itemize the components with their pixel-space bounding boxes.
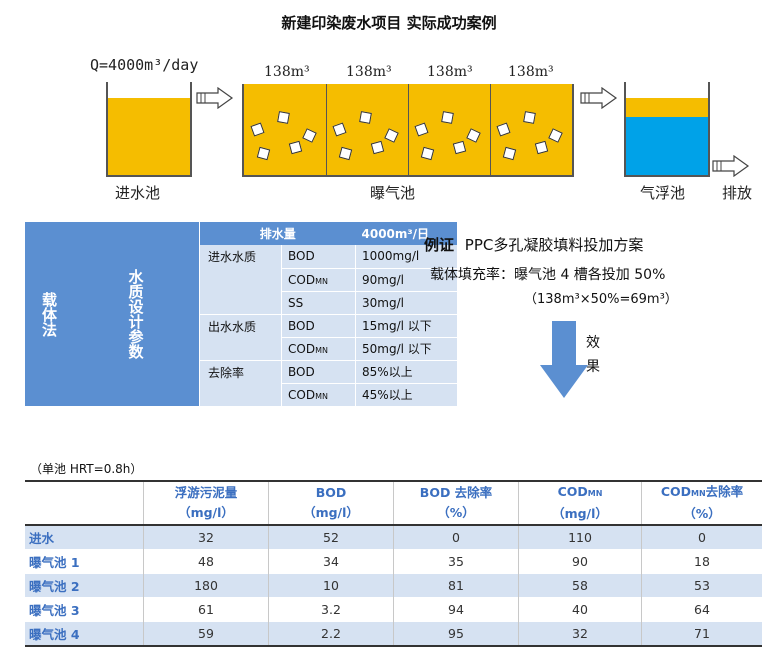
arrow-right-icon [712, 155, 750, 177]
param-name: CODMN [281, 337, 356, 361]
row-name: 曝气池 2 [25, 573, 144, 598]
carrier-cube-icon [523, 111, 536, 124]
param-name: BOD [281, 245, 356, 269]
method-label: 载体法 [25, 222, 73, 406]
inlet-tank-label: 进水池 [115, 184, 161, 202]
fill-rate-line: 载体填充率：曝气池 4 槽各投加 50% [430, 267, 666, 283]
table-cell: 53 [641, 573, 762, 598]
param-value: 50mg/l 以下 [355, 337, 457, 361]
tank-volume-2: 138m³ [346, 64, 392, 80]
flotation-water [626, 117, 708, 175]
row-name: 曝气池 1 [25, 549, 144, 574]
table-cell: 18 [641, 549, 762, 574]
table-cell: 71 [641, 621, 762, 647]
example-heading: 例证 PPC多孔凝胶填料投加方案 [424, 234, 643, 255]
group-name: 出水水质 [199, 313, 282, 360]
param-value: 90mg/l [355, 268, 457, 292]
table-cell: 34 [268, 549, 394, 574]
aeration-tank-group [242, 84, 574, 177]
design-params-table: 载体法 水质设计参数 排水量 4000m³/日 进水水质 BOD 1000mg/… [25, 222, 457, 406]
calc-line: （138m³×50%=69m³） [524, 292, 678, 307]
flow-rate-label: Q=4000m³/day [90, 56, 199, 74]
table-cell: 81 [393, 573, 519, 598]
param-name: BOD [281, 314, 356, 338]
discharge-label: 排放 [722, 184, 753, 202]
table-cell: 110 [518, 524, 642, 550]
tank-volume-4: 138m³ [508, 64, 554, 80]
col-header-bod-removal: BOD 去除率（%） [393, 480, 519, 526]
aeration-tank-label: 曝气池 [370, 184, 416, 202]
table-cell: 94 [393, 597, 519, 622]
carrier-cube-icon [441, 111, 454, 124]
col-header-bod: BOD（mg/l） [268, 480, 394, 526]
example-prefix: 例证 [424, 236, 455, 254]
arrow-right-icon [196, 87, 234, 109]
table-cell: 90 [518, 549, 642, 574]
example-text: PPC多孔凝胶填料投加方案 [464, 236, 644, 254]
row-name: 曝气池 3 [25, 597, 144, 622]
flotation-tank [624, 82, 710, 177]
param-name: CODMN [281, 268, 356, 292]
table-cell: 32 [518, 621, 642, 647]
table-cell: 61 [143, 597, 269, 622]
header-value: 4000m³/日 [355, 222, 457, 245]
table-cell: 0 [641, 524, 762, 550]
table-cell: 59 [143, 621, 269, 647]
effect-label-2: 果 [586, 359, 600, 375]
arrow-right-icon [580, 87, 618, 109]
header-label: 排水量 [199, 222, 356, 245]
results-table: 浮游污泥量（mg/l） BOD（mg/l） BOD 去除率（%） CODMN（m… [25, 480, 762, 647]
col-header-sludge: 浮游污泥量（mg/l） [143, 480, 269, 526]
param-name: CODMN [281, 383, 356, 406]
col-header-empty [25, 480, 144, 526]
params-label: 水质设计参数 [73, 222, 200, 406]
table-cell: 2.2 [268, 621, 394, 647]
param-name: SS [281, 291, 356, 315]
inlet-water [108, 98, 190, 175]
param-value: 15mg/l 以下 [355, 314, 457, 338]
carrier-cube-icon [359, 111, 372, 124]
table-cell: 0 [393, 524, 519, 550]
table-cell: 10 [268, 573, 394, 598]
table-cell: 3.2 [268, 597, 394, 622]
param-name: BOD [281, 360, 356, 384]
table-cell: 40 [518, 597, 642, 622]
table-cell: 58 [518, 573, 642, 598]
flotation-tank-label: 气浮池 [640, 184, 686, 202]
table-cell: 35 [393, 549, 519, 574]
table-cell: 95 [393, 621, 519, 647]
param-value: 45%以上 [355, 383, 457, 406]
effect-label-1: 效 [586, 335, 600, 351]
hrt-note: （单池 HRT=0.8h） [30, 462, 143, 476]
row-name: 曝气池 4 [25, 621, 144, 647]
group-name: 去除率 [199, 359, 282, 406]
col-header-cod: CODMN（mg/l） [518, 480, 642, 526]
inlet-tank [106, 82, 192, 177]
tank-volume-1: 138m³ [264, 64, 310, 80]
table-cell: 48 [143, 549, 269, 574]
table-cell: 32 [143, 524, 269, 550]
param-value: 85%以上 [355, 360, 457, 384]
carrier-cube-icon [277, 111, 290, 124]
param-value: 30mg/l [355, 291, 457, 315]
tank-volume-3: 138m³ [427, 64, 473, 80]
row-name: 进水 [25, 524, 144, 550]
table-cell: 180 [143, 573, 269, 598]
page-title: 新建印染废水项目 实际成功案例 [281, 14, 497, 32]
table-cell: 52 [268, 524, 394, 550]
flotation-scum [626, 98, 708, 117]
table-cell: 64 [641, 597, 762, 622]
col-header-cod-removal: CODMN去除率（%） [641, 480, 762, 526]
arrow-down-icon [540, 321, 588, 403]
group-name: 进水水质 [199, 245, 282, 314]
param-value: 1000mg/l [355, 245, 457, 269]
